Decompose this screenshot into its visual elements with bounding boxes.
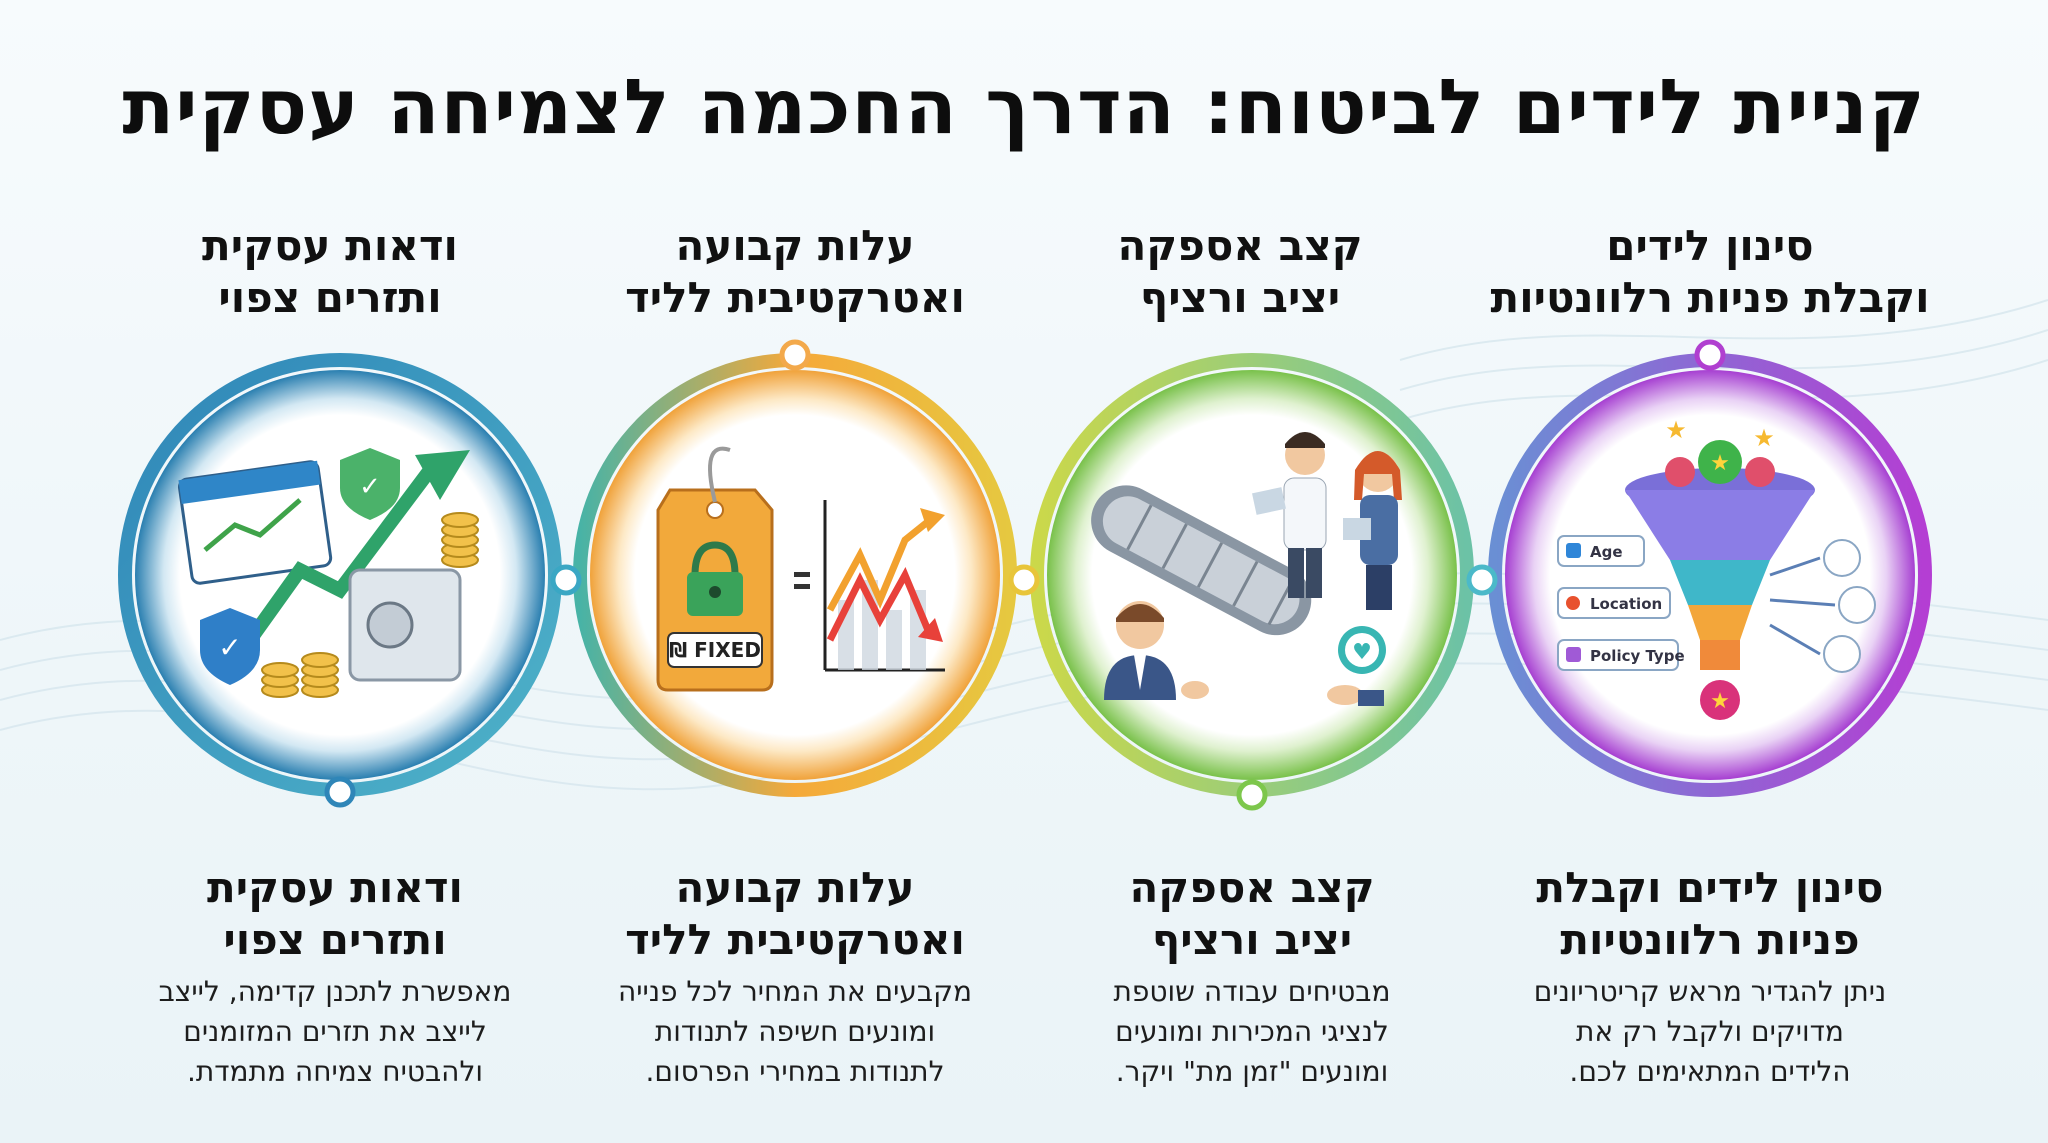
step-2-bottom-line-1: קצב אספקה [1129, 863, 1375, 912]
step-1-top-line-1: סינון לידים [1606, 221, 1814, 270]
svg-text:★: ★ [1710, 451, 1730, 476]
step-1-desc-line-3: הלידים המתאימים לכם. [1569, 1055, 1851, 1088]
svg-text:★: ★ [1710, 689, 1730, 714]
step-2-desc-line-3: ומונעים "זמן מת" ויקר. [1115, 1055, 1389, 1088]
fixed-price-tag-icon [656, 446, 945, 692]
step-4-description: מאפשרת לתכנן קדימה, לייצב לייצב את תזרים… [105, 972, 565, 1092]
step-4-desc-line-2: לייצב את תזרים המזומנים [183, 1015, 487, 1048]
step-3-bottom-label: עלות קבועה ואטרקטיבית לליד [565, 862, 1025, 966]
step-3-desc-line-2: ומונעים חשיפה לתנודות [654, 1015, 936, 1048]
step-3-bottom-line-2: ואטרקטיבית לליד [625, 915, 965, 964]
step-4-bottom-label: ודאות עסקית ותזרים צפוי [105, 862, 565, 966]
step-3-top-line-1: עלות קבועה [675, 221, 915, 270]
step-1-description: ניתן להגדיר מראש קריטריונים מדויקים ולקב… [1480, 972, 1940, 1092]
step-3-top-label: עלות קבועה ואטרקטיבית לליד [565, 220, 1025, 324]
step-4-desc-line-1: מאפשרת לתכנן קדימה, לייצב [158, 975, 512, 1008]
step-4-top-label: ודאות עסקית ותזרים צפוי [100, 220, 560, 324]
step-3-top-line-2: ואטרקטיבית לליד [625, 273, 965, 322]
step-2-top-line-1: קצב אספקה [1117, 221, 1363, 270]
svg-text:♥: ♥ [1352, 640, 1372, 665]
step-3-desc-line-1: מקבעים את המחיר לכל פנייה [618, 975, 972, 1008]
step-2-top-label: קצב אספקה יציב ורציף [1010, 220, 1470, 324]
step-3-desc-line-3: לתנודות במחירי הפרסום. [645, 1055, 945, 1088]
step-4-circle [118, 353, 562, 797]
svg-text:★: ★ [1665, 416, 1687, 444]
step-1-desc-line-2: מדויקים ולקבל רק את [1576, 1015, 1844, 1048]
step-3-description: מקבעים את המחיר לכל פנייה ומונעים חשיפה … [565, 972, 1025, 1092]
step-1-top-label: סינון לידים וקבלת פניות רלוונטיות [1480, 220, 1940, 324]
step-2-desc-line-1: מבטיחים עבודה שוטפת [1113, 975, 1391, 1008]
step-1-top-line-2: וקבלת פניות רלוונטיות [1490, 273, 1930, 322]
svg-text:✓: ✓ [218, 631, 241, 664]
step-2-bottom-line-2: יציב ורציף [1151, 915, 1353, 964]
svg-text:★: ★ [1753, 424, 1775, 452]
step-2-desc-line-2: לנציגי המכירות ומונעים [1115, 1015, 1389, 1048]
step-3-bottom-line-1: עלות קבועה [675, 863, 915, 912]
filter-label-location: Location [1590, 595, 1662, 613]
filter-label-policy-type: Policy Type [1590, 647, 1685, 665]
step-1-bottom-label: סינון לידים וקבלת פניות רלוונטיות [1480, 862, 1940, 966]
step-1-bottom-line-2: פניות רלוונטיות [1560, 915, 1860, 964]
conveyor-team-icon: ♥ [1091, 432, 1402, 706]
step-1-desc-line-1: ניתן להגדיר מראש קריטריונים [1533, 975, 1887, 1008]
connector-dots [324, 339, 1726, 811]
step-2-bottom-label: קצב אספקה יציב ורציף [1022, 862, 1482, 966]
fixed-tag-label: ₪ FIXED [669, 638, 761, 662]
page-title: קניית לידים לביטוח: הדרך החכמה לצמיחה עס… [122, 62, 1926, 151]
filter-label-age: Age [1590, 543, 1623, 561]
funnel-filter-icon: ★ ★ ★ ★ [1557, 416, 1876, 720]
step-4-top-line-1: ודאות עסקית [202, 221, 458, 270]
step-4-desc-line-3: ולהבטיח צמיחה מתמדת. [186, 1055, 484, 1088]
svg-text:✓: ✓ [359, 472, 381, 502]
step-4-bottom-line-2: ותזרים צפוי [223, 915, 447, 964]
step-4-top-line-2: ותזרים צפוי [218, 273, 442, 322]
step-4-bottom-line-1: ודאות עסקית [207, 863, 463, 912]
growth-calendar-safe-icon: ✓ ✓ [177, 448, 479, 698]
step-1-bottom-line-1: סינון לידים וקבלת [1536, 863, 1884, 912]
step-2-top-line-2: יציב ורציף [1139, 273, 1341, 322]
step-2-description: מבטיחים עבודה שוטפת לנציגי המכירות ומונע… [1022, 972, 1482, 1092]
